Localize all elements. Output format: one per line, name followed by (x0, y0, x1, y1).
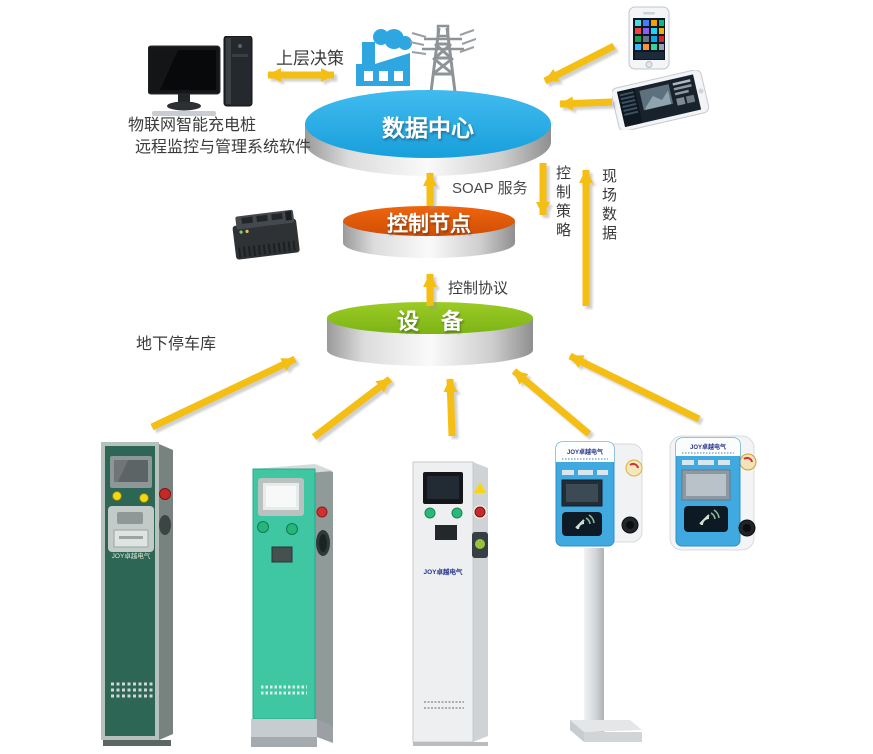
charging-pile-4: JOY卓越电气 (555, 441, 643, 742)
pile4-brand: JOY卓越电气 (567, 448, 603, 456)
arrow-tablet-to-datacenter (559, 96, 613, 111)
arrow-phone-to-datacenter (543, 42, 616, 85)
system-caption-line1: 物联网智能充电桩 (128, 117, 257, 134)
tablet-icon (612, 70, 710, 130)
decision-label: 上层决策 (276, 49, 344, 68)
controller-icon (232, 209, 300, 260)
pile3-brand: JOY卓越电气 (423, 567, 463, 576)
charging-pile-3: JOY卓越电气 (412, 461, 488, 746)
control-strategy-label: 控制策略 (554, 165, 571, 241)
charging-pile-5: JOY卓越电气 (669, 435, 757, 551)
smartphone-icon (628, 6, 670, 70)
computer-icon (148, 36, 253, 116)
parking-label: 地下停车库 (136, 336, 217, 353)
pile1-brand: JOY卓越电气 (112, 551, 151, 560)
pile5-brand: JOY卓越电气 (690, 443, 726, 451)
arrow-pile1-up (150, 355, 297, 431)
control-node-label: 控制节点 (387, 213, 471, 236)
field-data-label: 现场数据 (600, 168, 617, 244)
control-protocol-label: 控制协议 (448, 280, 509, 297)
data-center-label: 数据中心 (382, 115, 474, 141)
charging-pile-1: JOY卓越电气 (101, 442, 173, 746)
system-caption-line2: 远程监控与管理系统软件 (135, 139, 312, 156)
charging-pile-2 (251, 464, 333, 747)
arrow-pile5-up (568, 352, 701, 423)
factory-icon (356, 29, 412, 86)
grid-tower-icon (410, 24, 476, 93)
arrow-pile2-up (311, 376, 393, 440)
device-layer-label: 设 备 (396, 309, 463, 334)
device-layer-node: 设 备 (327, 300, 533, 370)
arrow-pile4-up (511, 368, 592, 437)
arrow-pile3-up (443, 378, 458, 437)
data-center-node: 数据中心 (305, 88, 551, 184)
control-node: 控制节点 (343, 205, 515, 263)
soap-label: SOAP 服务 (452, 180, 528, 197)
